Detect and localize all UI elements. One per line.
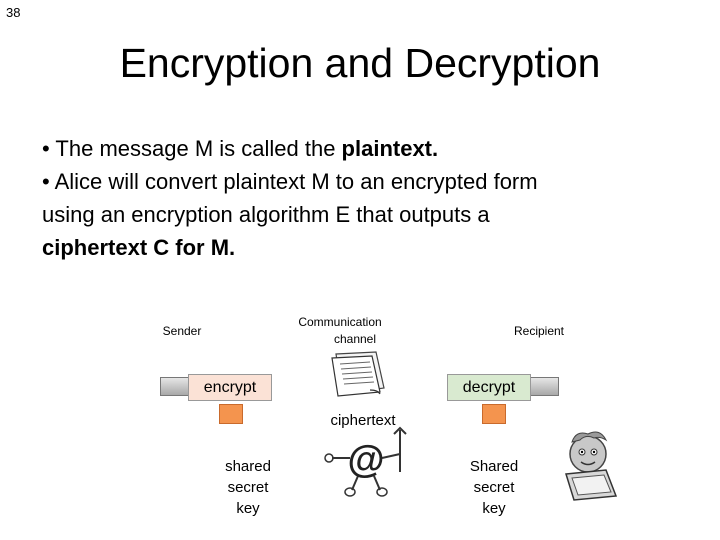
- bullet-line-3: using an encryption algorithm E that out…: [42, 202, 490, 227]
- recipient-key-block: [482, 404, 506, 424]
- sender-key-line-2: secret: [227, 479, 269, 496]
- plaintext-term: plaintext.: [341, 136, 439, 161]
- sender-key-label: shared secret key: [208, 456, 288, 519]
- slide-title: Encryption and Decryption: [119, 40, 601, 86]
- sender-key-line-3: key: [236, 500, 260, 517]
- encrypt-box: encrypt: [188, 374, 272, 401]
- recipient-key-label: Shared secret key: [454, 456, 534, 519]
- bullet-line-2: • Alice will convert plaintext M to an e…: [42, 169, 538, 194]
- recipient-key-line-1: Shared: [469, 458, 519, 475]
- decrypt-box: decrypt: [447, 374, 531, 401]
- bullet-line-4: ciphertext C for M.: [42, 231, 692, 264]
- recipient-pipe: [527, 377, 559, 396]
- recipient-key-line-2: secret: [473, 479, 515, 496]
- attacker-icon: @: [324, 426, 407, 497]
- channel-label-line-2: channel: [333, 332, 377, 346]
- bullet-1-text: • The message M is called the: [42, 136, 342, 161]
- channel-label: Communication channel: [280, 314, 400, 348]
- attacker-symbol: @: [347, 439, 384, 481]
- ciphertext-term: ciphertext C for M.: [42, 235, 236, 260]
- bullet-text: • The message M is called the plaintext.…: [42, 132, 692, 264]
- recipient-key-line-3: key: [482, 500, 506, 517]
- channel-label-line-1: Communication: [298, 315, 382, 329]
- sender-key-block: [219, 404, 243, 424]
- ciphertext-label: ciphertext: [330, 412, 396, 429]
- sender-label: Sender: [162, 324, 202, 338]
- recipient-label: Recipient: [513, 324, 565, 338]
- slide-number: 38: [6, 5, 21, 20]
- person-with-laptop-icon: [565, 431, 618, 501]
- sender-key-line-1: shared: [225, 458, 271, 475]
- bullet-line-1: • The message M is called the plaintext.: [42, 132, 692, 165]
- document-stack-icon: [331, 351, 385, 397]
